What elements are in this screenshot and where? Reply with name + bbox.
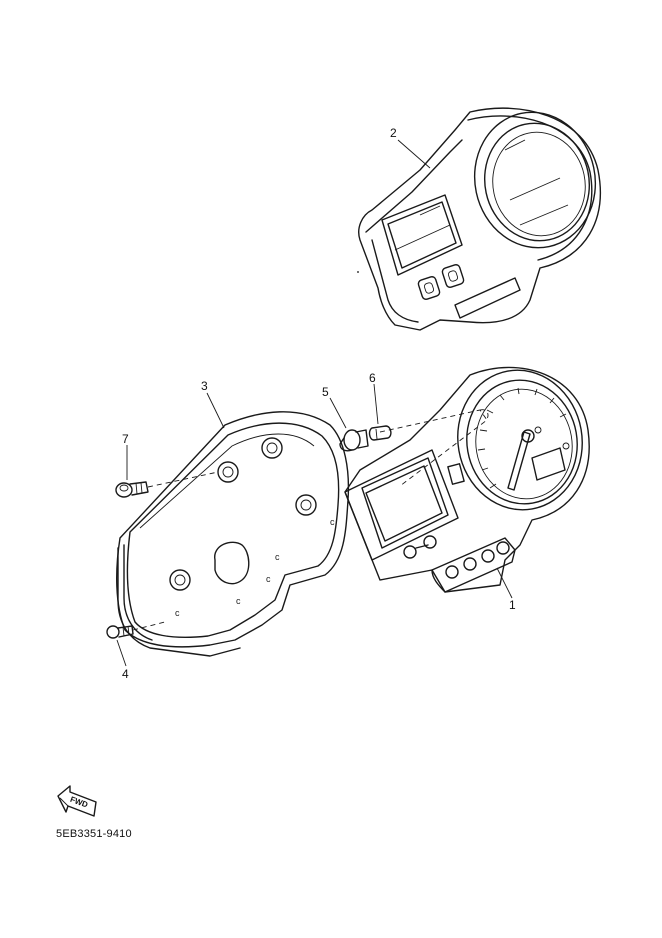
svg-text:c: c (330, 517, 335, 527)
diagram-code: 5EB3351-9410 (56, 828, 132, 840)
leader-line-6 (373, 383, 379, 425)
leader-line-4 (116, 639, 127, 667)
fwd-arrow-icon: FWD (57, 785, 97, 817)
callout-6: 6 (369, 371, 376, 385)
callout-4: 4 (122, 667, 129, 681)
part-1-meter-assembly (344, 366, 590, 593)
part-2-meter-cover (358, 107, 602, 331)
part-6-bulb (368, 425, 392, 441)
leader-line-3 (206, 392, 225, 429)
callout-3: 3 (201, 379, 208, 393)
callout-7: 7 (122, 432, 129, 446)
part-4-screw (106, 621, 166, 639)
callout-5: 5 (322, 385, 329, 399)
svg-text:c: c (236, 596, 241, 606)
part-7-screw (115, 471, 219, 498)
svg-text:c: c (275, 552, 280, 562)
callout-1: 1 (509, 598, 516, 612)
part-3-meter-case: c c c c c (116, 411, 350, 657)
svg-text:c: c (266, 574, 271, 584)
svg-text:c: c (175, 608, 180, 618)
leader-line-2 (397, 139, 431, 169)
leader-line-1 (496, 567, 513, 599)
callout-2: 2 (390, 126, 397, 140)
leader-line-5 (329, 397, 347, 429)
part-5-bulb-socket (339, 429, 369, 452)
